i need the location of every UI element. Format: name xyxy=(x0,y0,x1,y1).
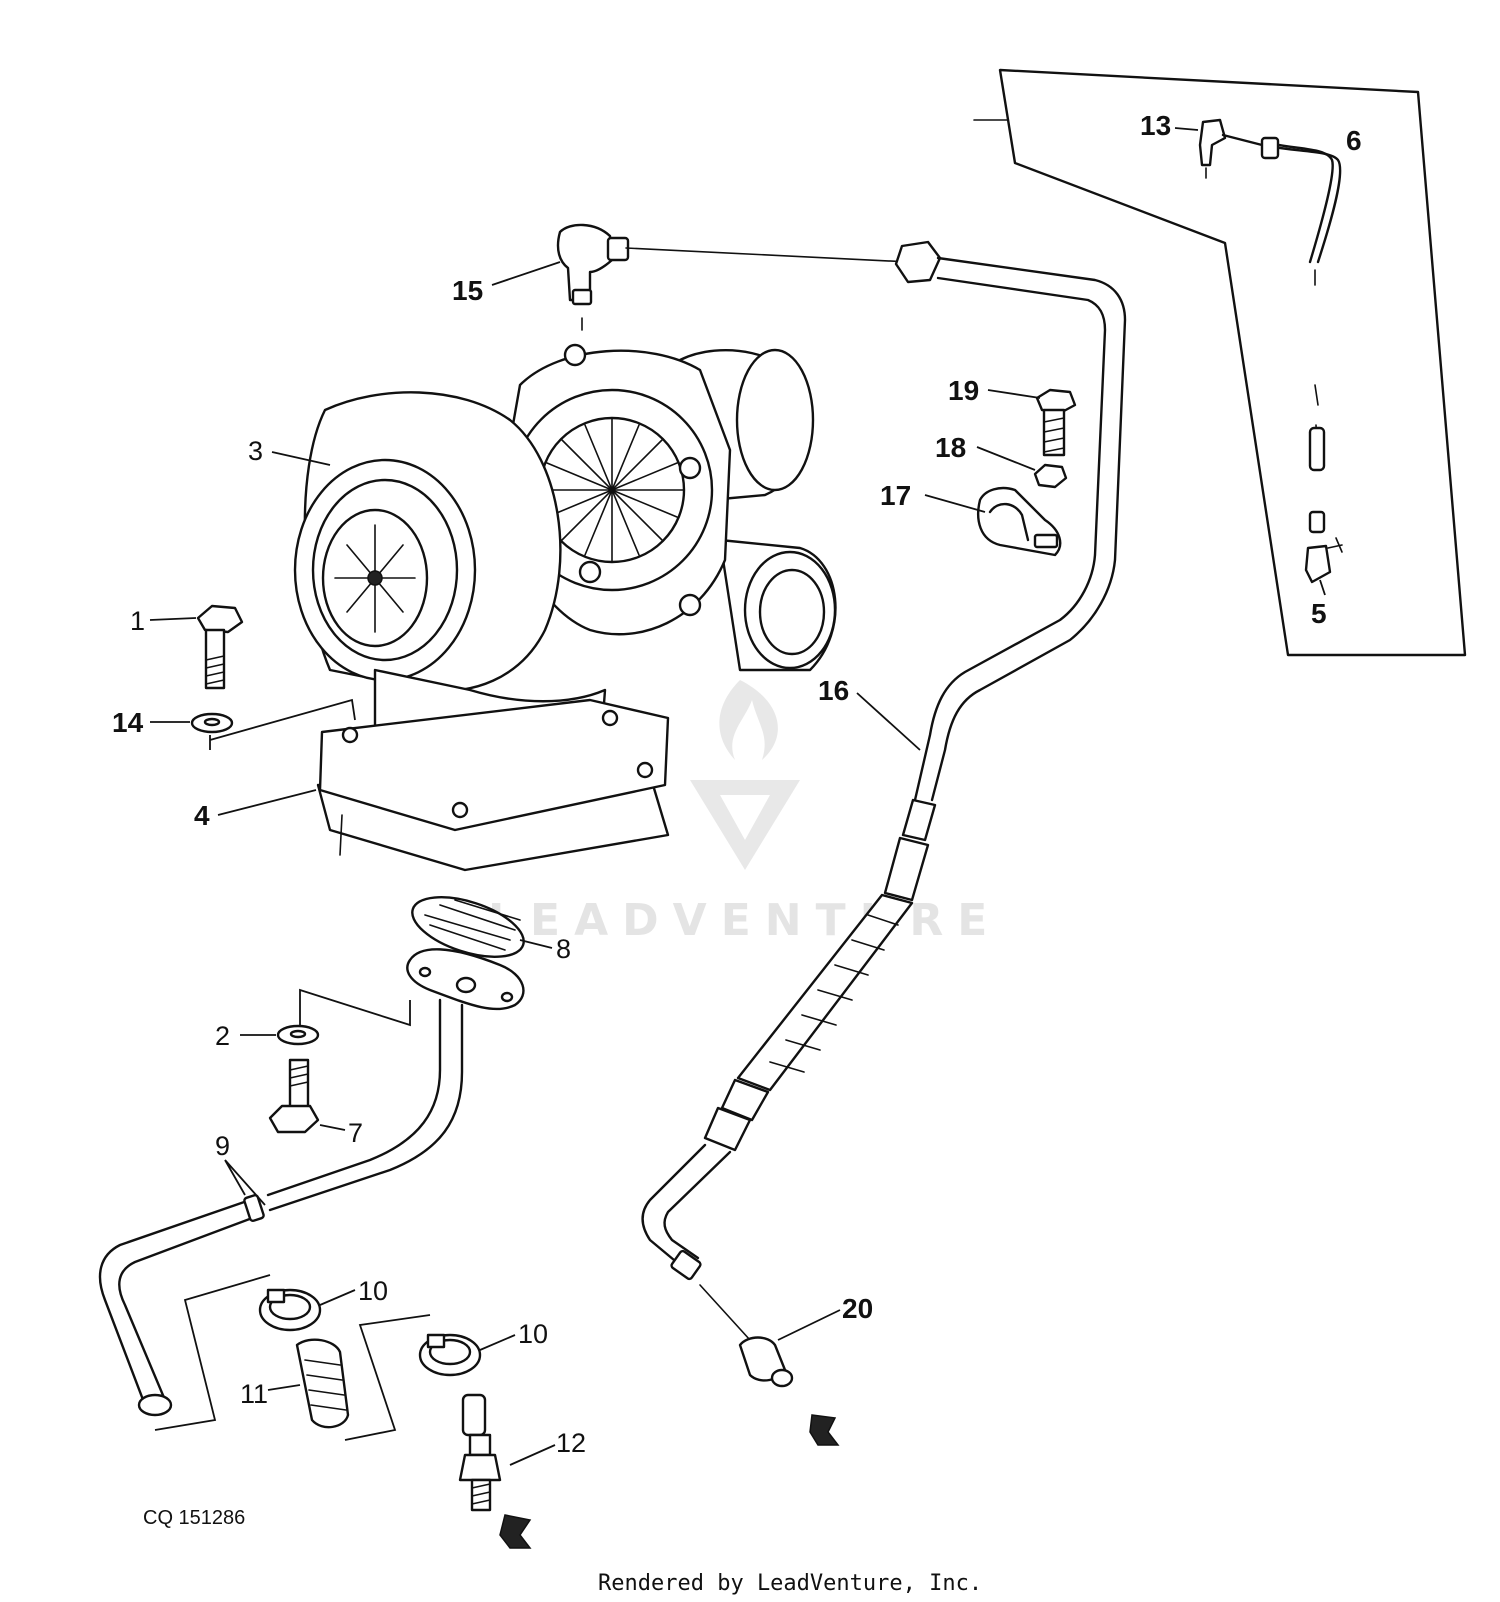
callout-17: 17 xyxy=(880,480,911,511)
callout-10-right: 10 xyxy=(518,1319,548,1349)
callout-19: 19 xyxy=(948,375,979,406)
callout-7: 7 xyxy=(348,1118,363,1148)
fitting-12 xyxy=(458,1393,532,1549)
callout-9: 9 xyxy=(215,1131,230,1161)
hose-11 xyxy=(295,1338,350,1429)
callout-6: 6 xyxy=(1346,125,1362,156)
elbow-fitting-15 xyxy=(556,223,630,331)
callout-5: 5 xyxy=(1311,598,1327,629)
callout-13: 13 xyxy=(1140,110,1171,141)
oil-supply-line-16 xyxy=(625,240,1127,1341)
nut-18 xyxy=(1033,463,1068,489)
callout-20: 20 xyxy=(842,1293,873,1324)
turbocharger-3 xyxy=(293,343,837,760)
drain-flange xyxy=(406,948,525,1011)
clip-5 xyxy=(1304,544,1332,584)
rendered-by-footer: Rendered by LeadVenture, Inc. xyxy=(598,1571,982,1596)
callout-10-left: 10 xyxy=(358,1276,388,1306)
bolt-1 xyxy=(196,604,244,690)
turbine-fins xyxy=(539,417,685,563)
callout-16: 16 xyxy=(818,675,849,706)
callout-11: 11 xyxy=(240,1379,268,1409)
flange-gasket-4 xyxy=(316,698,670,872)
clamp-17 xyxy=(977,486,1062,557)
elbow-fitting-13 xyxy=(1198,118,1227,167)
callouts: 1 2 3 4 5 6 7 8 9 10 10 11 12 13 14 15 1… xyxy=(112,110,1362,1466)
bolt-7 xyxy=(268,1058,320,1134)
washer-14 xyxy=(190,712,234,734)
washer-2 xyxy=(276,1024,320,1046)
callout-8: 8 xyxy=(556,934,571,964)
compressor-wheel xyxy=(334,524,416,633)
figure-id: CQ 151286 xyxy=(143,1507,245,1529)
inset-tube-6 xyxy=(1221,133,1342,264)
callout-12: 12 xyxy=(556,1428,586,1458)
callout-18: 18 xyxy=(935,432,966,463)
callout-14: 14 xyxy=(112,707,144,738)
fitting-20 xyxy=(738,1336,840,1446)
callout-15: 15 xyxy=(452,275,483,306)
drain-tube-9 xyxy=(98,998,464,1417)
bolt-19 xyxy=(1035,388,1077,457)
clamp-10-right xyxy=(418,1333,482,1377)
callout-4: 4 xyxy=(194,800,210,831)
callout-3: 3 xyxy=(248,436,263,466)
gasket-8 xyxy=(411,896,525,958)
inset-panel xyxy=(973,68,1467,657)
clamp-10-left xyxy=(258,1288,322,1332)
callout-2: 2 xyxy=(215,1021,230,1051)
callout-1: 1 xyxy=(130,606,145,636)
